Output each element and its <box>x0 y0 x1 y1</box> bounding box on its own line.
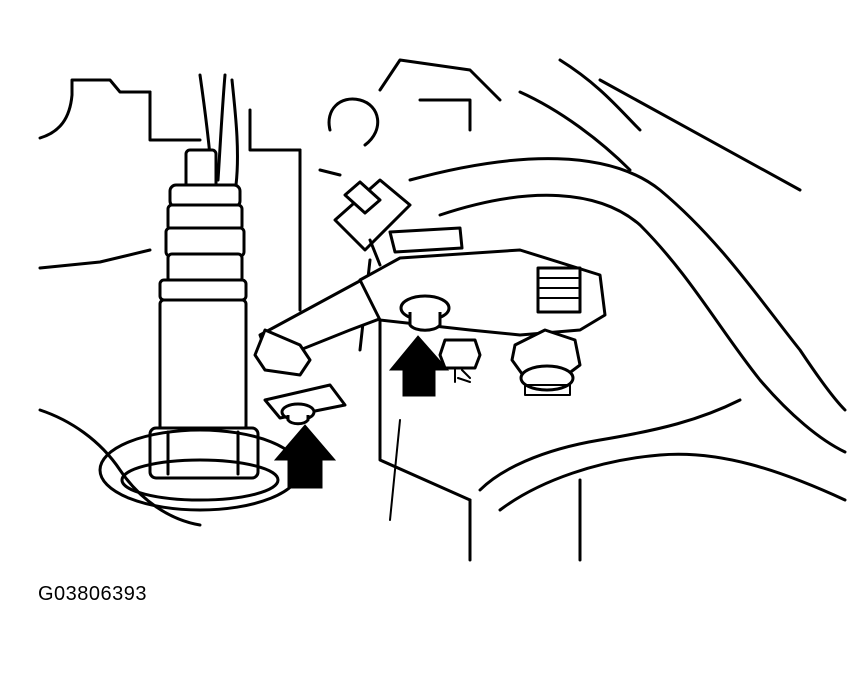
arrow-right-bolt-icon <box>388 335 450 397</box>
arrow-left-bolt-icon <box>273 424 337 489</box>
stud-upper-right <box>536 266 582 314</box>
oxygen-sensor <box>98 73 302 512</box>
exhaust-pipe <box>408 157 847 562</box>
stud-nut-small <box>438 338 482 383</box>
figure-code: G03806393 <box>38 583 148 605</box>
sensor-connector <box>333 178 464 267</box>
stud-nut-large <box>510 328 582 396</box>
bracket-upper-bolt <box>399 294 451 332</box>
bracket-lower-bolt <box>280 402 316 426</box>
